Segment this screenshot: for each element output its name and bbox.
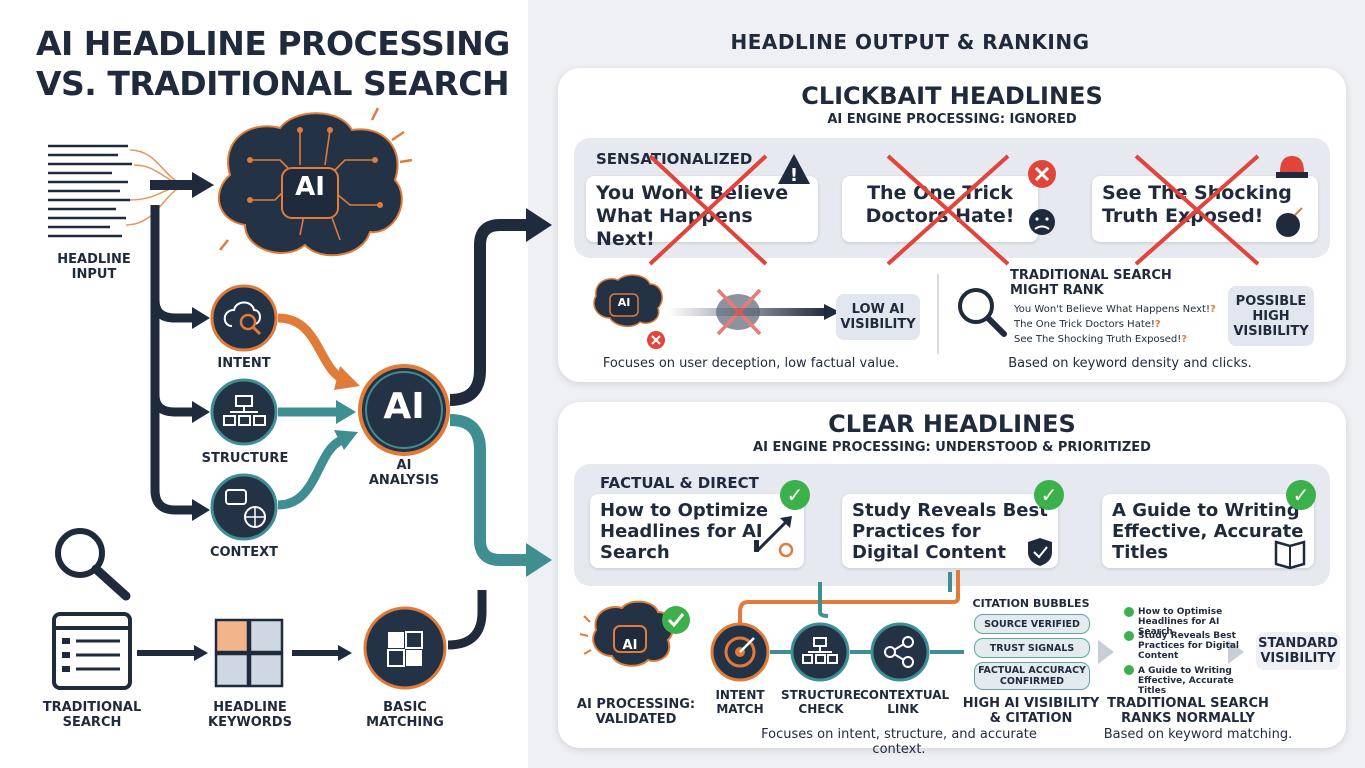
ai-analysis-badge: AI <box>383 386 425 427</box>
clear-trad-item-2: Study Reveals Best Practices for Digital… <box>1138 631 1239 661</box>
brain-icon <box>217 112 403 257</box>
validated-brain-icon <box>579 600 674 667</box>
traditional-ranks-label: TRADITIONAL SEARCH RANKS NORMALLY <box>1107 696 1269 726</box>
trad-item-3-text: See The Shocking Truth Exposed! <box>1014 334 1182 345</box>
clickbait-subtitle: AI ENGINE PROCESSING: IGNORED <box>827 112 1077 127</box>
cross-mark-3 <box>1134 154 1260 266</box>
context-label: CONTEXT <box>209 545 279 560</box>
clear-headline-2: Study Reveals Best Practices for Digital… <box>842 494 1058 568</box>
clickbait-left-note: Focuses on user deception, low factual v… <box>602 356 900 371</box>
question-icon: ? <box>1181 334 1188 345</box>
traditional-search-label: TRADITIONAL SEARCH <box>42 700 142 730</box>
possible-visibility-pill: POSSIBLE HIGH VISIBILITY <box>1228 286 1314 346</box>
intent-match-label: INTENT MATCH <box>715 688 765 716</box>
check-icon: ✓ <box>1286 480 1316 510</box>
citation-source-verified: SOURCE VERIFIED <box>974 614 1090 634</box>
clickbait-headline-2: The One Trick Doctors Hate! <box>842 176 1038 242</box>
clear-overlays <box>579 516 1306 682</box>
clear-subtitle: AI ENGINE PROCESSING: UNDERSTOOD & PRIOR… <box>753 440 1151 455</box>
structure-icon <box>210 378 278 446</box>
clickbait-ai-badge: AI <box>617 296 631 309</box>
question-icon: ? <box>1154 319 1161 330</box>
standard-visibility-pill: STANDARD VISIBILITY <box>1256 632 1340 670</box>
puzzle-icon <box>214 618 284 688</box>
siren-icon <box>1276 156 1308 178</box>
clear-headline-3: A Guide to Writing Effective, Accurate T… <box>1102 494 1314 568</box>
cross-mark-1 <box>648 154 768 266</box>
clear-trad-item-3: A Guide to Writing Effective, Accurate T… <box>1138 666 1234 696</box>
structure-check-label: STRUCTURE CHECK <box>781 688 861 716</box>
structure-label: STRUCTURE <box>201 451 289 466</box>
structure-check-icon <box>790 622 850 682</box>
ai-processing-label: AI PROCESSING: VALIDATED <box>576 697 696 727</box>
error-icon <box>1028 160 1056 188</box>
shield-icon <box>1028 538 1052 566</box>
clear-trad-item-1: How to Optimise Headlines for AI Search <box>1138 607 1223 637</box>
clickbait-headline-1: You Won't Believe What Happens Next! <box>586 176 818 250</box>
rays <box>219 107 413 251</box>
sensationalized-label: SENSATIONALIZED <box>596 150 753 168</box>
brain-ai-label: AI <box>295 172 325 202</box>
clear-right-note: Based on keyword matching. <box>1103 727 1293 742</box>
clickbait-headline-3: See The Shocking Truth Exposed! <box>1092 176 1318 242</box>
headline-input-label: HEADLINE INPUT <box>57 252 131 282</box>
clear-title: CLEAR HEADLINES <box>828 410 1076 438</box>
headline-keywords-label: HEADLINE KEYWORDS <box>208 700 292 730</box>
share-icon <box>870 622 930 682</box>
trad-item-1: You Won't Believe What Happens Next!? <box>1014 303 1224 316</box>
check-icon: ✓ <box>780 480 810 510</box>
context-icon <box>210 473 278 541</box>
check-icon: ✓ <box>1034 480 1064 510</box>
search-icon <box>958 288 1007 337</box>
clickbait-brain-icon <box>593 274 665 349</box>
clear-ai-badge: AI <box>622 638 638 653</box>
faded-brain-icon <box>716 288 762 336</box>
clickbait-title: CLICKBAIT HEADLINES <box>801 82 1103 110</box>
page-title: AI HEADLINE PROCESSING VS. TRADITIONAL S… <box>36 24 510 103</box>
bomb-icon <box>1276 207 1303 237</box>
trad-item-1-text: You Won't Believe What Happens Next! <box>1014 304 1210 315</box>
browser-icon <box>52 612 132 690</box>
ai-analysis-label: AI ANALYSIS <box>368 458 440 488</box>
clickbait-right-note: Based on keyword density and clicks. <box>1008 356 1252 371</box>
clickbait-overlays: ! <box>593 154 1308 354</box>
intent-icon <box>210 284 278 352</box>
target-icon <box>710 622 770 682</box>
svg-text:!: ! <box>790 165 798 186</box>
magnifier-icon <box>55 528 131 601</box>
clear-headline-1: How to Optimize Headlines for AI Search <box>590 494 804 568</box>
citation-title: CITATION BUBBLES <box>972 597 1090 610</box>
check-icon <box>662 606 690 634</box>
growth-icon <box>754 516 794 558</box>
trad-item-2: The One Trick Doctors Hate!? <box>1014 318 1224 331</box>
basic-matching-icon <box>363 606 447 690</box>
headline-input-icon <box>48 144 132 238</box>
angry-face-icon <box>1029 209 1055 235</box>
ai-analysis-icon <box>358 364 450 456</box>
question-icon: ? <box>1209 304 1216 315</box>
low-visibility-pill: LOW AI VISIBILITY <box>836 294 920 340</box>
trad-item-3: See The Shocking Truth Exposed!? <box>1014 333 1224 346</box>
factual-label: FACTUAL & DIRECT <box>600 474 759 492</box>
intent-label: INTENT <box>217 356 271 371</box>
citation-trust-signals: TRUST SIGNALS <box>974 638 1090 658</box>
cross-mark-2 <box>886 154 1010 266</box>
clear-left-note: Focuses on intent, structure, and accura… <box>761 727 1037 757</box>
flow-diagram <box>48 107 552 690</box>
high-visibility-label: HIGH AI VISIBILITY & CITATION <box>962 696 1100 726</box>
book-icon <box>1274 540 1306 570</box>
contextual-link-label: CONTEXTUAL LINK <box>860 688 950 716</box>
basic-matching-label: BASIC MATCHING <box>366 700 444 730</box>
trad-item-2-text: The One Trick Doctors Hate! <box>1014 319 1155 330</box>
citation-factual-accuracy: FACTUAL ACCURACY CONFIRMED <box>974 662 1090 690</box>
traditional-might-rank: TRADITIONAL SEARCH MIGHT RANK <box>1010 268 1172 298</box>
warning-icon: ! <box>778 154 810 186</box>
right-title: HEADLINE OUTPUT & RANKING <box>730 30 1090 54</box>
